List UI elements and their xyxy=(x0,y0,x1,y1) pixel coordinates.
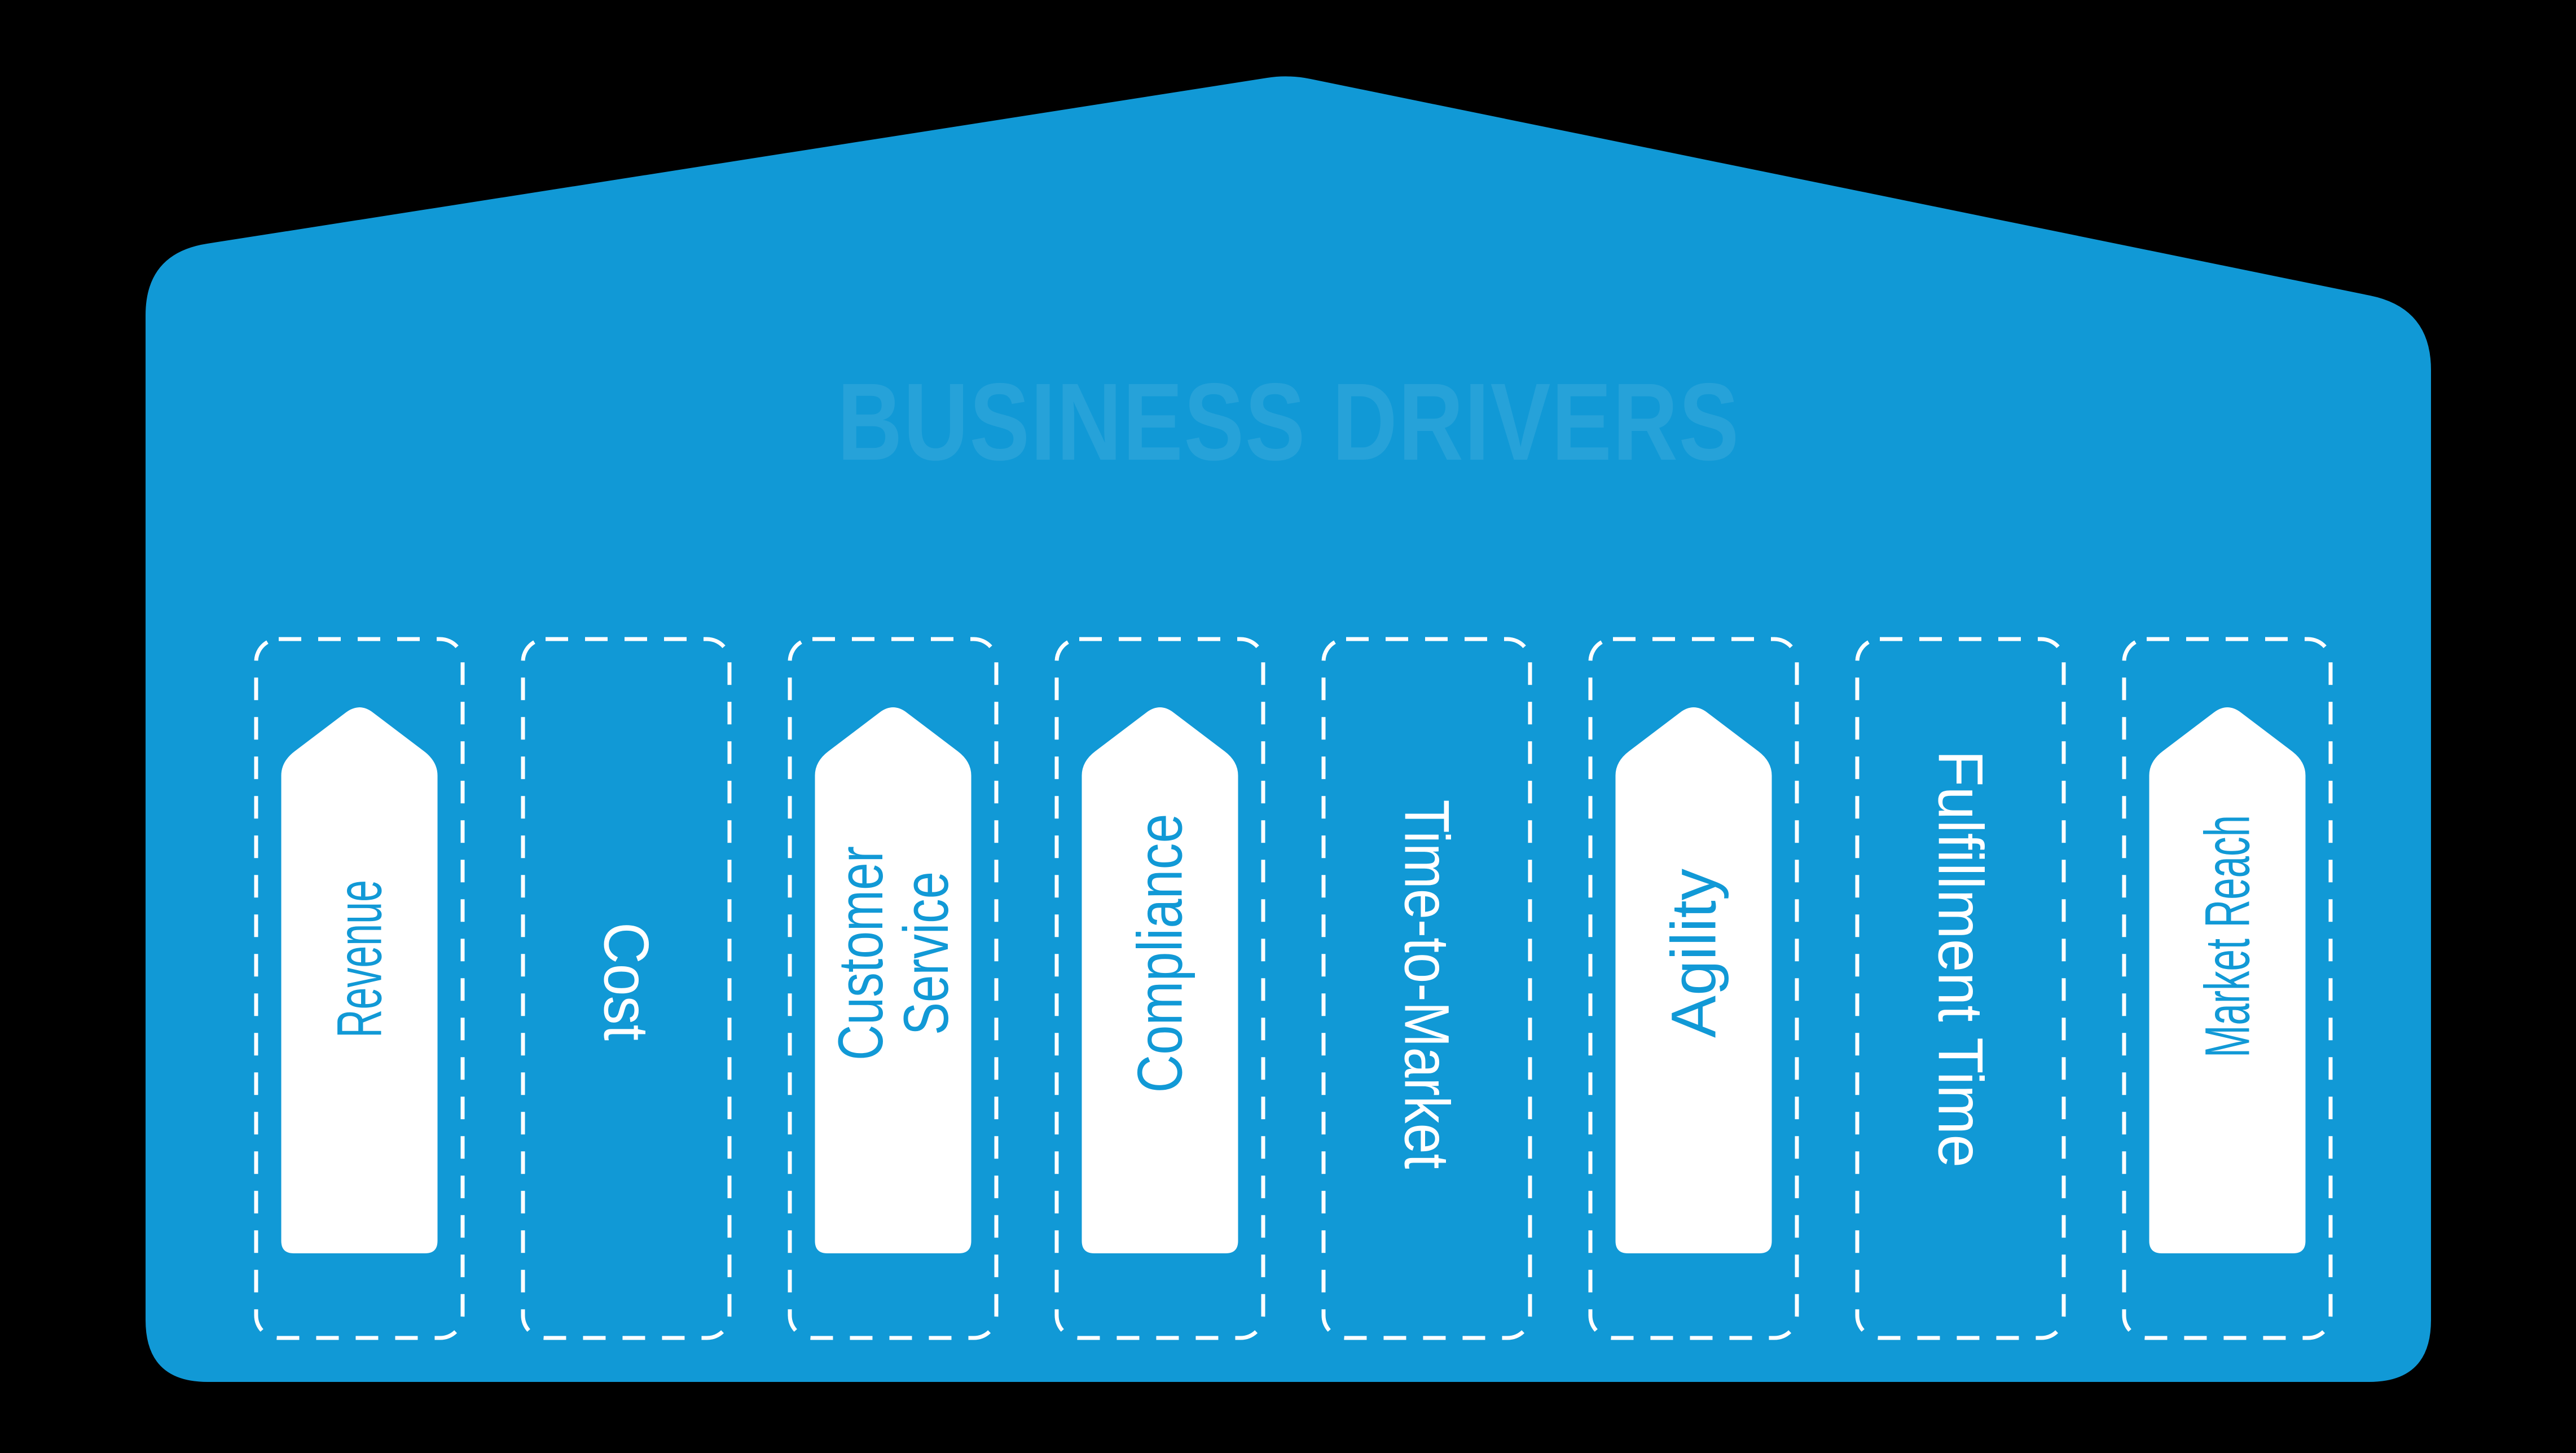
dashed-outline xyxy=(1321,637,1532,1340)
pillar-column-compliance: Compliance xyxy=(1054,637,1265,1340)
pillar-column-cost: Cost xyxy=(521,637,732,1340)
pillar-label-line-1: Customer xyxy=(825,846,896,1060)
pillar-column-market-reach: Market Reach xyxy=(2122,637,2333,1340)
dashed-outline xyxy=(1855,637,2066,1340)
dashed-outline xyxy=(254,637,465,1340)
pillar-label-market-reach: Market Reach xyxy=(2192,815,2263,1058)
pillar-label-compliance: Compliance xyxy=(1125,814,1195,1093)
dashed-outline xyxy=(1054,637,1265,1340)
pillar-label-cost: Cost xyxy=(591,922,662,1041)
dashed-outline xyxy=(1588,637,1799,1340)
banner-house-shape xyxy=(146,76,2431,1382)
pillar-label-time-to-market: Time-to-Market xyxy=(1392,800,1462,1169)
dashed-outline xyxy=(2122,637,2333,1340)
pillar-column-revenue: Revenue xyxy=(254,637,465,1340)
pillar-label-line-2: Service xyxy=(891,871,961,1035)
pillar-label-fulfillment-time: Fulfillment Time xyxy=(1926,750,1996,1168)
pillar-column-fulfillment-time: Fulfillment Time xyxy=(1855,637,2066,1340)
pillar-column-agility: Agility xyxy=(1588,637,1799,1340)
pillar-label-agility: Agility xyxy=(1659,869,1729,1038)
pillar-column-time-to-market: Time-to-Market xyxy=(1321,637,1532,1340)
dashed-outline xyxy=(788,637,999,1340)
banner-title: BUSINESS DRIVERS xyxy=(837,360,1740,483)
pillar-column-customer-service: CustomerService xyxy=(788,637,999,1340)
pillar-label-customer-service: CustomerService xyxy=(825,846,961,1060)
pillar-label-revenue: Revenue xyxy=(324,880,395,1038)
dashed-outline xyxy=(521,637,732,1340)
